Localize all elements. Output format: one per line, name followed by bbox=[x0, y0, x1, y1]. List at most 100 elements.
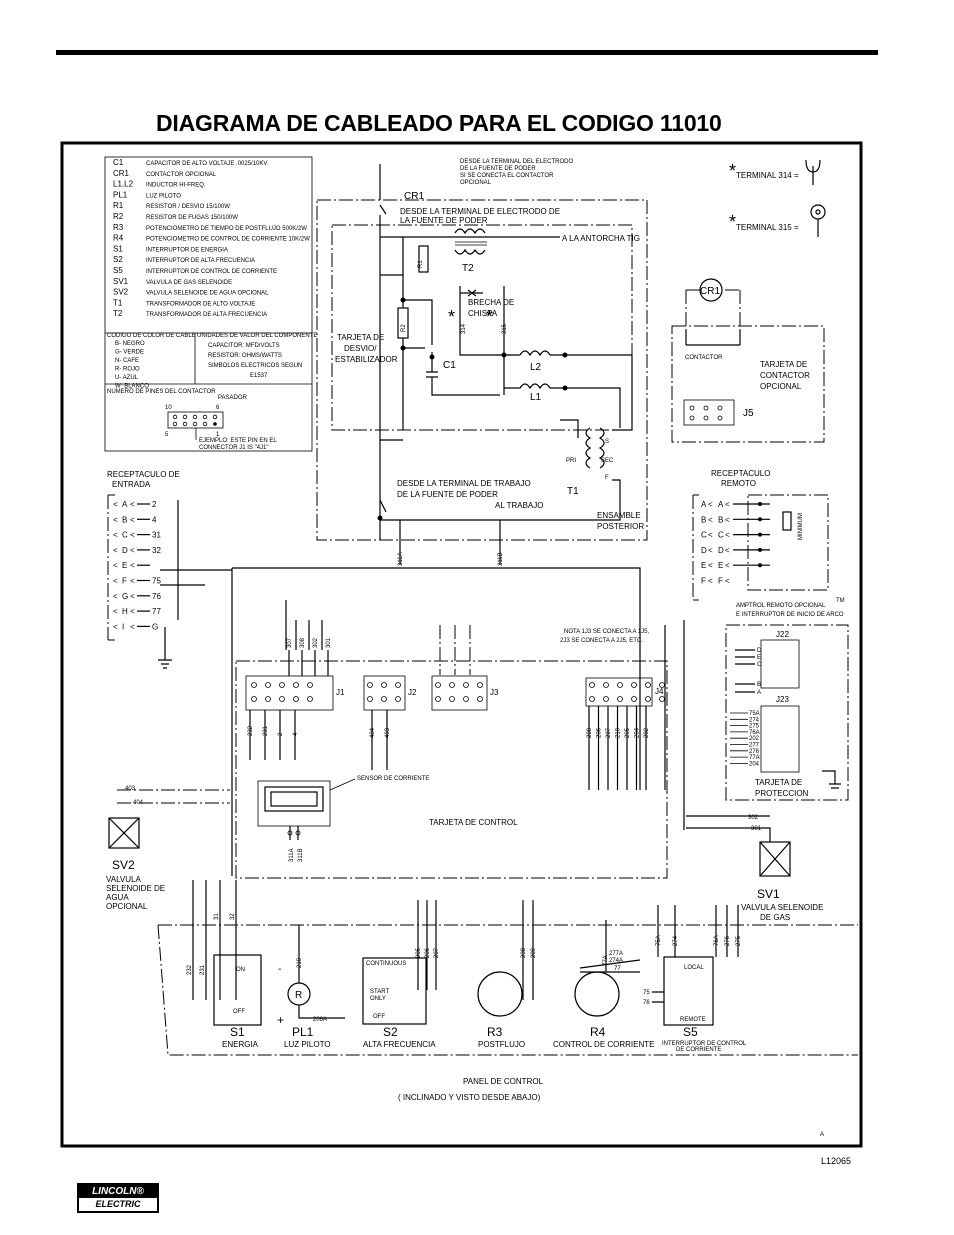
logo-line1: LINCOLN bbox=[92, 1186, 137, 1197]
star-315: * bbox=[729, 212, 736, 232]
legend-desc: POTENCIOMETRO DE TIEMPO DE POSTFLUJO 500… bbox=[146, 226, 307, 232]
input-wire: 75 bbox=[152, 577, 161, 586]
panel-2: ( INCLINADO Y VISTO DESDE ABAJO) bbox=[398, 1093, 541, 1102]
s5-wire: 276 bbox=[725, 935, 731, 946]
t2-primary-coil bbox=[454, 228, 486, 235]
j3-label: J3 bbox=[490, 688, 499, 697]
j4-bottom-wire: 208 bbox=[587, 727, 593, 738]
input-pin-label: < bbox=[113, 546, 118, 555]
legend-desc: VALVULA DE GAS SELENOIDE bbox=[146, 280, 232, 286]
r3-wire: 208 bbox=[521, 947, 527, 958]
j4-connector bbox=[585, 677, 653, 707]
j2-connector bbox=[363, 675, 406, 711]
j23-connector bbox=[760, 705, 800, 773]
j2-bottom-wire: 404 bbox=[370, 727, 376, 738]
legend-code: R1 bbox=[113, 201, 124, 210]
remote-pot bbox=[782, 511, 792, 531]
legend-code: S1 bbox=[113, 244, 123, 253]
t1-label: T1 bbox=[567, 486, 579, 497]
input-pin: E bbox=[122, 561, 127, 570]
input-pin-chevron: < bbox=[130, 561, 135, 570]
t2-secondary-coil bbox=[454, 248, 486, 255]
amptrol-outline bbox=[747, 494, 829, 591]
wire-314: 314 bbox=[461, 323, 467, 334]
legend-desc: VALVULA SELENOIDE DE AGUA OPCIONAL bbox=[146, 291, 269, 297]
from-electrode-top-4: OPCIONAL bbox=[460, 180, 492, 186]
j1-top-wire: 307 bbox=[287, 637, 293, 648]
input-wire: G bbox=[152, 622, 158, 631]
pl1-wire: 210 bbox=[297, 957, 303, 968]
pl1-label: PL1 bbox=[292, 1025, 314, 1039]
ground-icon bbox=[158, 627, 172, 669]
r3-wire: 209 bbox=[531, 947, 537, 958]
j22-pin: A bbox=[757, 690, 761, 696]
r3-pot bbox=[477, 971, 523, 1017]
legend-color: N- CAFE bbox=[115, 358, 139, 364]
j1-top-wire: 308 bbox=[300, 637, 306, 648]
remote-pin-chevron: < bbox=[708, 546, 713, 555]
contactor-board-1: TARJETA DE bbox=[760, 360, 807, 369]
pin-1: 1 bbox=[216, 432, 220, 438]
l1-inductor bbox=[504, 383, 575, 390]
protection-board-2: PROTECCION bbox=[755, 789, 809, 798]
remote-pin-chevron: < bbox=[708, 500, 713, 509]
s2-desc: ALTA FRECUENCIA bbox=[363, 1040, 436, 1049]
cr1-coil bbox=[699, 278, 723, 302]
from-electrode-2: LA FUENTE DE PODER bbox=[400, 216, 488, 225]
legend-color: W- BLANCO bbox=[115, 384, 149, 390]
pl1-minus: - bbox=[278, 964, 281, 975]
s2-continuous: CONTINUOUS bbox=[366, 961, 406, 967]
remote-pin-chevron: < bbox=[708, 577, 713, 586]
legend-color: B- NEGRO bbox=[115, 341, 145, 347]
remote-pin-chevron2: < bbox=[725, 577, 730, 586]
from-electrode-top-1: DESDE LA TERMINAL DEL ELECTRODO bbox=[460, 159, 573, 165]
wire-311b-top: 311B bbox=[498, 552, 504, 566]
t1-primary bbox=[585, 427, 592, 469]
protection-board-outline bbox=[725, 624, 849, 801]
remote-pin: F bbox=[701, 577, 706, 586]
r1-label: R1 bbox=[418, 260, 424, 268]
j4-bottom-wire: 204 bbox=[635, 727, 641, 738]
sv2-label: SV2 bbox=[112, 858, 135, 872]
pl1-plus: + bbox=[277, 1013, 284, 1027]
j4-bottom-wire: 210 bbox=[616, 727, 622, 738]
input-pin: B bbox=[122, 515, 127, 524]
legend-desc: LUZ PILOTO bbox=[146, 193, 181, 199]
j22-pin: E bbox=[757, 655, 761, 661]
s2-wire: 207 bbox=[434, 947, 440, 958]
diagram-frame bbox=[60, 141, 863, 1148]
s5-label: S5 bbox=[683, 1025, 698, 1039]
terminal-315-label: TERMINAL 315 = bbox=[736, 223, 799, 232]
input-pin-label: < bbox=[113, 561, 118, 570]
remote-pin: D bbox=[701, 546, 707, 555]
j4-bottom-wire: 206 bbox=[597, 727, 603, 738]
wire-404: 404 bbox=[133, 800, 144, 806]
j22-label: J22 bbox=[776, 630, 789, 639]
trademark: TM bbox=[836, 598, 845, 604]
j1-top-wire: 301 bbox=[326, 637, 332, 648]
pri-label: PRI bbox=[566, 458, 576, 464]
s2-only: ONLY bbox=[370, 996, 386, 1002]
remote-pin-right: D bbox=[718, 546, 724, 555]
wire-311a-top: 311A bbox=[398, 552, 404, 566]
wire-274a: 274A bbox=[609, 958, 623, 964]
l2-inductor bbox=[519, 350, 551, 357]
legend-color: G- VERDE bbox=[115, 350, 144, 356]
cr1-label: CR1 bbox=[404, 191, 424, 202]
j22-connector bbox=[760, 639, 800, 689]
pl1-desc: LUZ PILOTO bbox=[284, 1040, 331, 1049]
s5-local: LOCAL bbox=[684, 965, 704, 971]
lincoln-electric-logo: LINCOLN® ELECTRIC bbox=[77, 1183, 159, 1213]
s2-off: OFF bbox=[373, 1014, 385, 1020]
s5-wire: 76A bbox=[714, 935, 720, 946]
legend-code: L1,L2 bbox=[113, 180, 134, 189]
sv1-desc-2: DE GAS bbox=[760, 913, 790, 922]
s1-switch bbox=[213, 954, 262, 1026]
s5-wire: 75A bbox=[656, 935, 662, 946]
l2-label: L2 bbox=[530, 362, 542, 373]
legend-desc: RESISTOR DE FUGAS 150/100W bbox=[146, 215, 238, 221]
